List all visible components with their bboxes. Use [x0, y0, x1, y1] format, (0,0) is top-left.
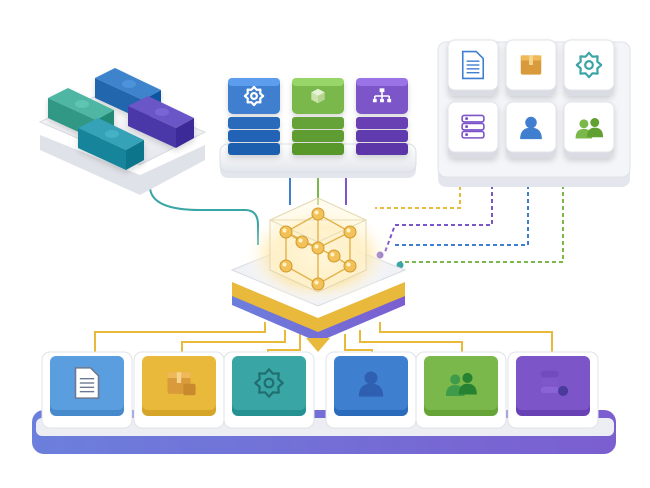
database-icon [540, 370, 569, 396]
source-tile [447, 39, 499, 96]
sources-group [437, 39, 631, 187]
connector-lines [94, 168, 564, 362]
source-tile [563, 39, 615, 96]
connector-source-3 [395, 178, 529, 246]
database-group [219, 78, 417, 178]
document-icon [74, 367, 100, 399]
source-tile [505, 39, 557, 96]
output-tile [133, 351, 225, 429]
puzzle-piece [78, 118, 144, 170]
database-stack [356, 78, 408, 155]
gear-icon [243, 85, 265, 107]
connector-source-2 [384, 178, 493, 253]
database-stack [292, 78, 344, 155]
output-tile [325, 351, 417, 429]
cube-icon [311, 88, 325, 104]
connector-source-4 [400, 178, 564, 263]
network-cube-icon [279, 207, 357, 291]
output-tile [223, 351, 315, 429]
source-tile [447, 101, 499, 158]
gear-icon [254, 368, 284, 398]
user-icon [358, 371, 384, 397]
boxes-icon [167, 372, 196, 396]
integration-hub [230, 197, 407, 352]
gear-icon [575, 51, 603, 79]
output-tile [415, 351, 507, 429]
users-icon [445, 372, 477, 396]
connector-puzzle [149, 187, 259, 245]
puzzle-piece [128, 96, 194, 148]
puzzle-group [38, 68, 207, 195]
users-icon [575, 118, 604, 139]
user-icon [520, 116, 542, 140]
hierarchy-icon [372, 88, 392, 103]
box-icon [520, 55, 542, 75]
document-icon [461, 50, 485, 80]
connector-out-6 [379, 322, 553, 362]
server-icon [461, 114, 485, 139]
source-tile [505, 101, 557, 158]
database-stack [228, 78, 280, 155]
output-tile [507, 351, 599, 429]
connector-source-1 [375, 172, 461, 209]
connector-out-1 [94, 322, 266, 362]
source-tile [563, 101, 615, 158]
output-tile [41, 351, 133, 429]
outputs-group [32, 351, 616, 454]
